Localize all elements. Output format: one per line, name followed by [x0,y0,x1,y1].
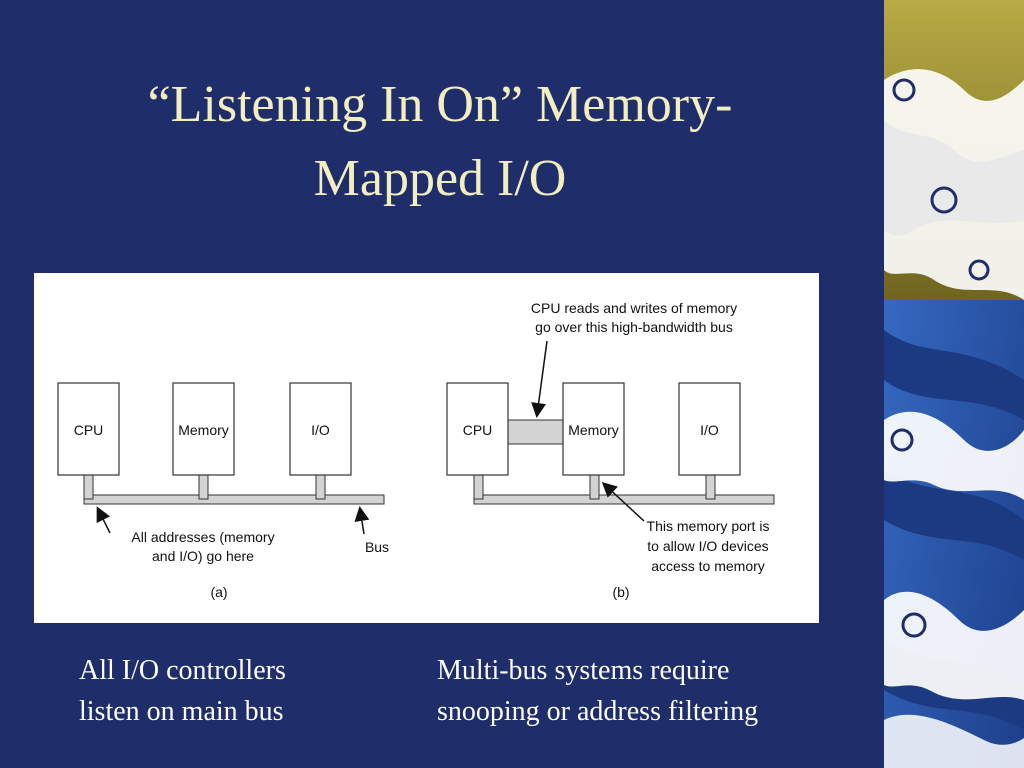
figure-b-label: (b) [612,584,629,600]
io-label-b: I/O [700,422,719,438]
caption-left: All I/O controllers listen on main bus [79,650,286,732]
caption-left-line-1: All I/O controllers [79,655,286,686]
addresses-note-line-1: All addresses (memory [131,529,274,545]
decorative-wave-image [884,0,1024,768]
bus-b-connector-cpu [473,474,484,500]
high-bandwidth-arrow-b [531,340,548,418]
diagram-a: CPU Memory I/O All addresses (memory and… [57,382,389,600]
diagram-b: CPU Memory I/O CPU reads and writes of m… [446,300,775,600]
caption-right-line-1: Multi-bus systems require [437,655,730,686]
memory-box-a [172,382,235,476]
memory-port-note-line-2: to allow I/O devices [647,538,768,554]
slide-title-line-2: Mapped I/O [313,150,567,207]
cpu-label-b: CPU [463,422,493,438]
slide-title-line-1: “Listening In On” Memory- [147,76,733,133]
memory-label-a: Memory [178,422,229,438]
bus-b-connector-memory [589,474,600,500]
slide-title: “Listening In On” Memory- Mapped I/O [40,68,840,216]
bus-a-connector-cpu [83,474,94,500]
bus-architecture-figure: CPU Memory I/O All addresses (memory and… [34,273,819,623]
memory-port-note-line-3: access to memory [651,558,765,574]
bus-arrow-a [354,506,370,535]
caption-right: Multi-bus systems require snooping or ad… [437,650,758,732]
io-box-b [678,382,741,476]
figure-a-label: (a) [210,584,227,600]
memory-port-arrow-b [601,481,645,522]
cpu-box-b [446,382,509,476]
high-bandwidth-bus-b [507,419,564,445]
caption-right-line-2: snooping or address filtering [437,696,759,727]
io-label-a: I/O [311,422,330,438]
bus-diagram: CPU Memory I/O All addresses (memory and… [57,300,775,600]
memory-box-b [562,382,625,476]
wave-graphic [884,0,1024,768]
cpu-box-a [57,382,120,476]
bus-b-connector-io [705,474,716,500]
cpu-label-a: CPU [74,422,104,438]
bus-a [83,494,385,505]
memory-port-note-line-1: This memory port is [647,518,770,534]
bus-label-a: Bus [365,539,389,555]
addresses-note-line-2: and I/O) go here [152,548,254,564]
io-box-a [289,382,352,476]
bus-a-connector-memory [198,474,209,500]
addresses-arrow-a [96,506,111,534]
memory-label-b: Memory [568,422,619,438]
caption-left-line-2: listen on main bus [79,696,284,727]
bus-a-connector-io [315,474,326,500]
high-bandwidth-note-line-2: go over this high-bandwidth bus [535,319,733,335]
high-bandwidth-note-line-1: CPU reads and writes of memory [531,300,737,316]
